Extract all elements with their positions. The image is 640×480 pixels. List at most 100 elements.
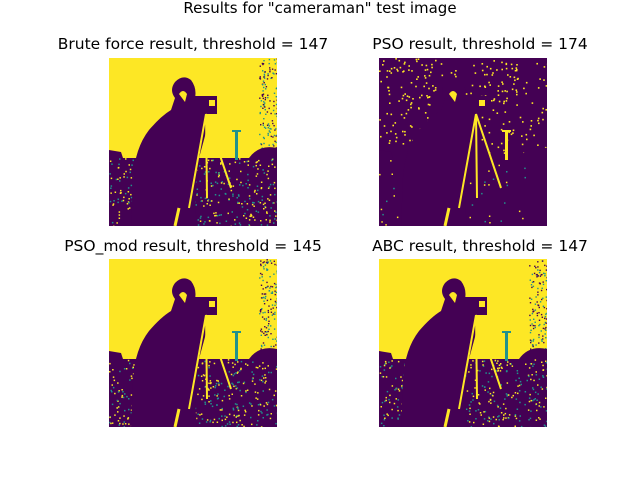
ground-speckle (117, 167, 120, 169)
sky-speckle (266, 78, 269, 80)
sky-speckle (506, 90, 508, 93)
sky-speckle (275, 103, 277, 106)
ground-speckle (254, 383, 256, 385)
ground-speckle (506, 370, 508, 372)
ground-speckle (231, 211, 233, 213)
ground-speckle (532, 387, 534, 389)
sky-speckle (545, 348, 547, 350)
binary-image-canvas (379, 259, 547, 427)
sky-speckle (273, 59, 276, 61)
ground-speckle (199, 414, 201, 416)
ground-speckle (239, 184, 241, 186)
ground-speckle (268, 371, 270, 374)
ground-speckle (271, 163, 274, 166)
sky-speckle (274, 113, 276, 115)
ground-speckle (247, 187, 249, 189)
ground-speckle (256, 185, 259, 187)
ground-speckle (270, 413, 272, 415)
sky-speckle (546, 312, 547, 315)
sky-speckle (267, 311, 270, 314)
ground-speckle (472, 399, 474, 401)
ground-speckle (129, 168, 132, 171)
ground-speckle (204, 386, 206, 388)
sky-speckle (488, 81, 490, 84)
sky-speckle (264, 297, 266, 300)
ground-speckle (522, 217, 524, 220)
sky-speckle (271, 314, 273, 316)
ground-speckle (487, 381, 490, 383)
sky-speckle (389, 102, 391, 104)
sky-speckle (534, 303, 537, 305)
ground-speckle (503, 414, 505, 416)
ground-speckle (120, 189, 122, 192)
ground-speckle (475, 410, 477, 412)
ground-speckle (207, 387, 209, 390)
sky-speckle (541, 111, 544, 114)
cameraman-silhouette (131, 278, 207, 427)
sky-speckle (501, 81, 503, 83)
ground-speckle (215, 212, 217, 214)
sky-speckle (271, 291, 274, 293)
sky-speckle (274, 129, 276, 131)
sky-speckle (264, 83, 266, 86)
ground-speckle (263, 172, 266, 174)
ground-speckle (118, 217, 121, 219)
sky-speckle (434, 89, 437, 91)
ground-speckle (112, 386, 115, 389)
sky-speckle (264, 71, 266, 73)
ground-speckle (219, 222, 221, 225)
ground-speckle (262, 362, 264, 364)
face-highlight (449, 91, 457, 102)
ground-speckle (477, 409, 480, 411)
sky-speckle (402, 94, 405, 97)
ground-speckle (276, 201, 277, 203)
ground-speckle (546, 388, 547, 390)
ground-speckle (260, 224, 263, 226)
sky-speckle (514, 79, 516, 82)
ground-speckle (206, 419, 209, 421)
ground-speckle (500, 384, 502, 386)
tripod-legs (458, 113, 502, 209)
sky-speckle (529, 314, 531, 317)
ground-speckle (493, 400, 496, 403)
ground-speckle (397, 418, 399, 420)
ground-speckle (208, 382, 210, 384)
sky-speckle (270, 112, 272, 115)
ground-speckle (383, 418, 386, 421)
ground-speckle (544, 425, 547, 427)
ground-speckle (234, 363, 236, 366)
ground-speckle (545, 397, 547, 399)
distant-tower (505, 331, 508, 361)
ground-speckle (391, 385, 394, 387)
ground-speckle (215, 171, 217, 174)
sky-speckle (538, 306, 540, 309)
ground-speckle (132, 366, 134, 369)
binary-image-canvas (109, 259, 277, 427)
ground-speckle (528, 397, 531, 399)
ground-speckle (232, 374, 235, 377)
ground-speckle (118, 211, 121, 213)
ground-speckle (474, 387, 476, 389)
ground-speckle (267, 401, 270, 404)
sky-speckle (419, 96, 421, 99)
ground-speckle (212, 386, 215, 388)
ground-speckle (240, 181, 242, 184)
sky-speckle (273, 100, 275, 103)
ground-speckle (201, 167, 203, 170)
ground-speckle (130, 409, 133, 411)
ground-speckle (250, 416, 252, 419)
sky-speckle (512, 129, 515, 132)
sky-speckle (540, 289, 543, 292)
ground-speckle (485, 372, 487, 374)
ground-speckle (128, 398, 130, 400)
ground-speckle (234, 403, 237, 405)
ground-speckle (200, 215, 202, 218)
ground-speckle (479, 412, 482, 414)
ground-speckle (117, 406, 120, 408)
sky-speckle (380, 135, 382, 138)
sky-speckle (275, 344, 277, 346)
sky-speckle (273, 345, 275, 348)
ground-speckle (545, 361, 547, 364)
sky-speckle (410, 103, 412, 106)
sky-speckle (426, 68, 429, 71)
